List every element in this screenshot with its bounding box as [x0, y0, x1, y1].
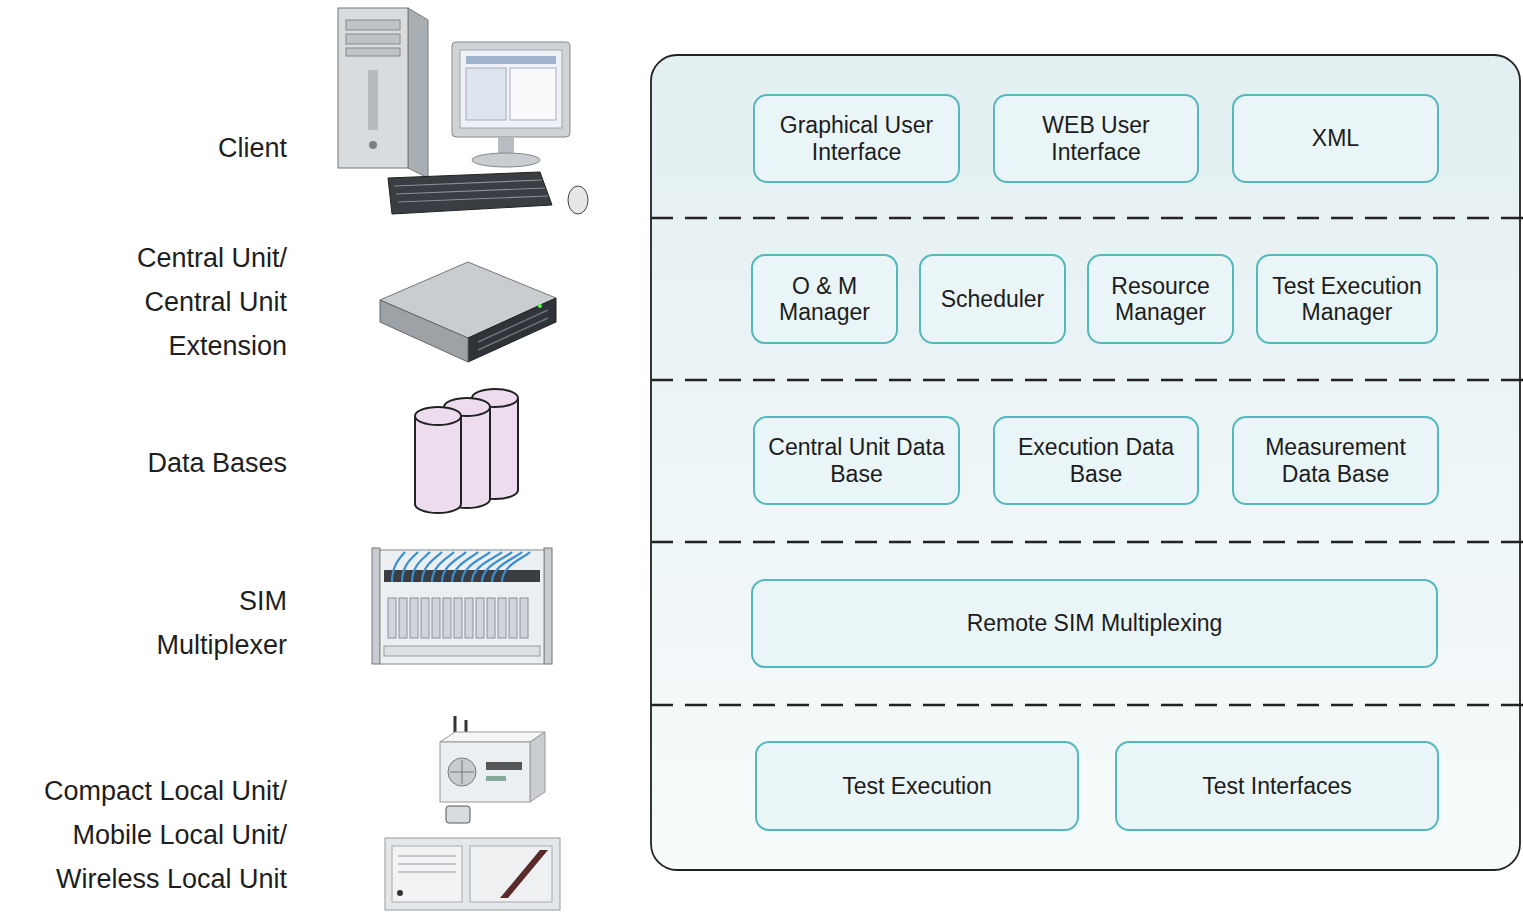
tier-label: Compact Local Unit/ Mobile Local Unit/ W…: [22, 769, 287, 901]
database-icon: [415, 389, 518, 513]
sim-multiplexer-icon: [372, 548, 552, 664]
component-box: Scheduler: [919, 254, 1066, 344]
component-label: Central Unit Data Base: [763, 434, 950, 487]
server-icon: [380, 262, 556, 362]
component-box: Central Unit Data Base: [753, 416, 960, 505]
component-label: Scheduler: [941, 286, 1045, 312]
component-box: Test Interfaces: [1115, 741, 1439, 831]
component-label: Test Execution Manager: [1266, 273, 1428, 326]
component-box: Measurement Data Base: [1232, 416, 1439, 505]
component-box: Remote SIM Multiplexing: [751, 579, 1438, 668]
component-label: Execution Data Base: [1003, 434, 1189, 487]
component-label: Test Execution: [842, 773, 992, 799]
tier-label: Client: [67, 126, 287, 170]
component-label: Measurement Data Base: [1242, 434, 1429, 487]
component-label: XML: [1312, 125, 1359, 151]
component-box: Test Execution: [755, 741, 1079, 831]
component-box: Execution Data Base: [993, 416, 1199, 505]
component-label: O & M Manager: [761, 273, 888, 326]
component-label: Remote SIM Multiplexing: [967, 610, 1223, 636]
tier-label: Central Unit/ Central Unit Extension: [87, 236, 287, 368]
layer-separators: [651, 218, 1523, 705]
component-label: Graphical User Interface: [763, 112, 950, 165]
client-pc-icon: [338, 8, 588, 214]
component-label: Resource Manager: [1097, 273, 1224, 326]
tier-label: SIM Multiplexer: [117, 579, 287, 667]
component-box: O & M Manager: [751, 254, 898, 344]
component-label: Test Interfaces: [1202, 773, 1352, 799]
component-box: Graphical User Interface: [753, 94, 960, 183]
component-box: WEB User Interface: [993, 94, 1199, 183]
layer-panel: [651, 55, 1520, 870]
component-box: Resource Manager: [1087, 254, 1234, 344]
local-unit-icons: [385, 716, 560, 910]
tier-label: Data Bases: [67, 441, 287, 485]
component-box: XML: [1232, 94, 1439, 183]
component-label: WEB User Interface: [1003, 112, 1189, 165]
component-box: Test Execution Manager: [1256, 254, 1438, 344]
